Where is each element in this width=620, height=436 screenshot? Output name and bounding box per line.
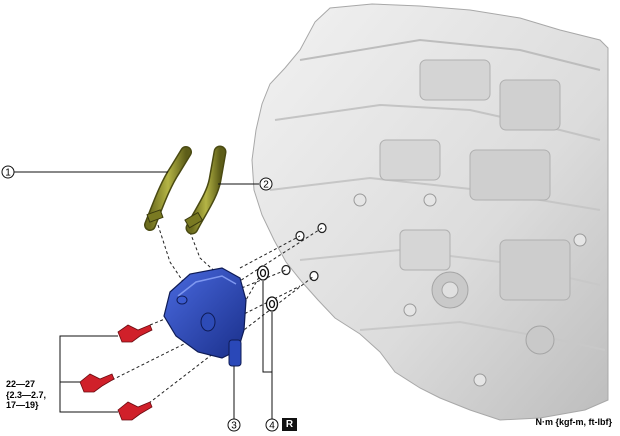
transmission-case: [251, 3, 609, 421]
torque-unit-label: N·m {kgf-m, ft-lbf}: [535, 417, 613, 427]
torque-line-2: {2.3—2.7,: [6, 389, 47, 400]
bolt-middle: [79, 373, 115, 393]
torque-line-1: 22—27: [6, 379, 36, 389]
callout-2-number: 2: [263, 180, 269, 191]
callout-1: 1: [1, 165, 168, 179]
torque-bracket: [59, 335, 118, 413]
bolt-upper: [117, 324, 153, 343]
callout-3: 3: [227, 366, 241, 432]
callout-4: 4: [262, 281, 279, 432]
oil-cooler: [163, 267, 247, 367]
torque-specification: 22—27 {2.3—2.7, 17—19}: [6, 379, 46, 411]
gasket-rings: [256, 265, 279, 312]
callout-3-number: 3: [231, 421, 237, 432]
torque-line-3: 17—19}: [6, 400, 39, 410]
bolt-lower: [117, 401, 153, 421]
callout-1-number: 1: [5, 168, 11, 179]
callout-4-number: 4: [269, 421, 275, 432]
replace-part-badge: R: [282, 418, 297, 431]
oil-hose-2: [184, 145, 227, 235]
callout-2: 2: [218, 177, 273, 191]
case-mounting-holes: [281, 222, 327, 282]
oil-hose-1: [144, 146, 192, 231]
